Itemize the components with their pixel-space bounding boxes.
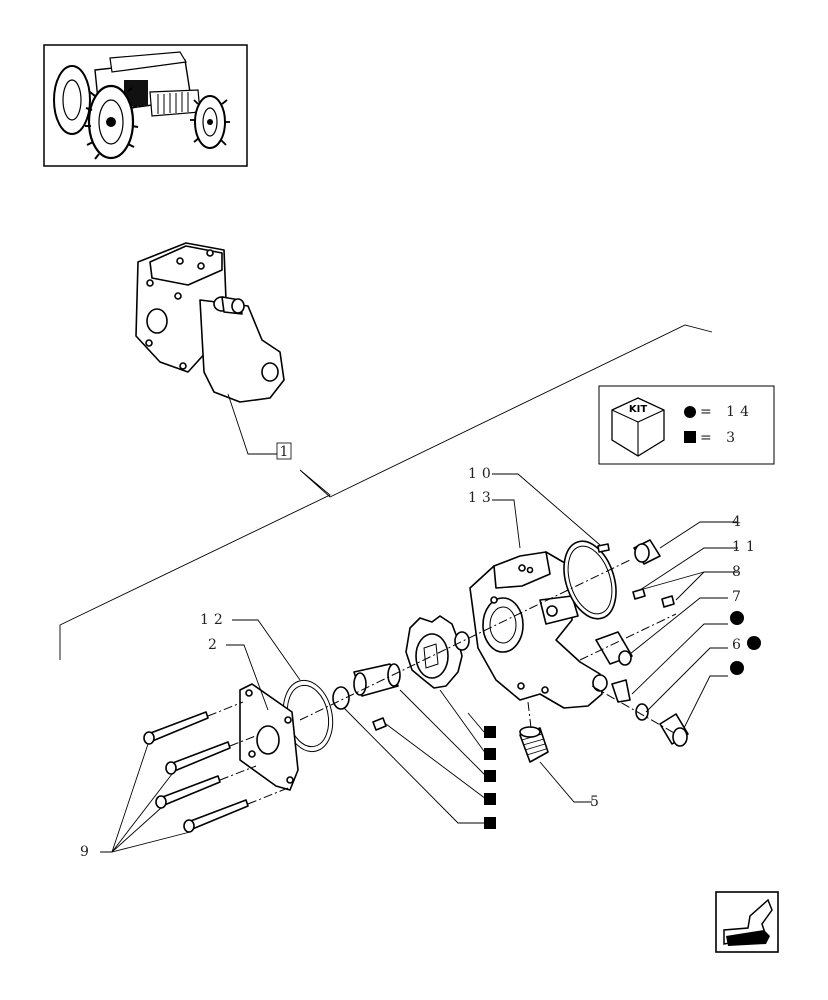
callout-12: 12 [200, 612, 228, 628]
callout-13: 13 [468, 490, 496, 506]
breakout-outline [59, 324, 713, 660]
part-drive-shaft [332, 663, 401, 731]
part-6-valve [611, 679, 689, 747]
circle-kit-marker-icon [684, 406, 696, 418]
tractor-thumbnail-icon[interactable] [43, 44, 248, 167]
part-9-bolts [143, 711, 249, 833]
part-5-filter [519, 726, 549, 763]
assembly-reference-label: 1 [280, 444, 289, 460]
part-7-plunger [595, 631, 633, 666]
kit-label: KIT [629, 404, 647, 415]
part-11-screw [632, 588, 646, 600]
pump-assembly-overview [135, 242, 285, 403]
callout-11: 11 [732, 539, 760, 555]
part-2-end-cover [239, 683, 299, 791]
kit-legend: KIT = 14 = 3 [598, 385, 775, 465]
callout-10: 10 [468, 466, 496, 482]
previous-page-arrow-icon[interactable] [715, 891, 779, 953]
part-4-bushing [633, 539, 661, 565]
square-kit-markers [484, 726, 496, 829]
callout-6: 6 [732, 637, 746, 653]
callout-4: 4 [732, 514, 746, 530]
callout-5: 5 [590, 794, 604, 810]
kit-box-icon [611, 397, 665, 457]
assembly-reference-box [276, 442, 292, 460]
circle-kit-count: = 14 [700, 404, 754, 420]
callout-8: 8 [732, 564, 746, 580]
circle-kit-markers [730, 611, 761, 675]
callout-7: 7 [732, 589, 746, 605]
square-kit-marker-icon [684, 431, 696, 443]
callout-9: 9 [80, 844, 94, 860]
square-kit-count: = 3 [700, 430, 740, 446]
part-o-ring-large [563, 540, 617, 620]
callout-2: 2 [208, 637, 222, 653]
part-8-screw [661, 595, 675, 608]
part-10-pin [597, 543, 610, 553]
part-drive-gear [405, 615, 470, 689]
